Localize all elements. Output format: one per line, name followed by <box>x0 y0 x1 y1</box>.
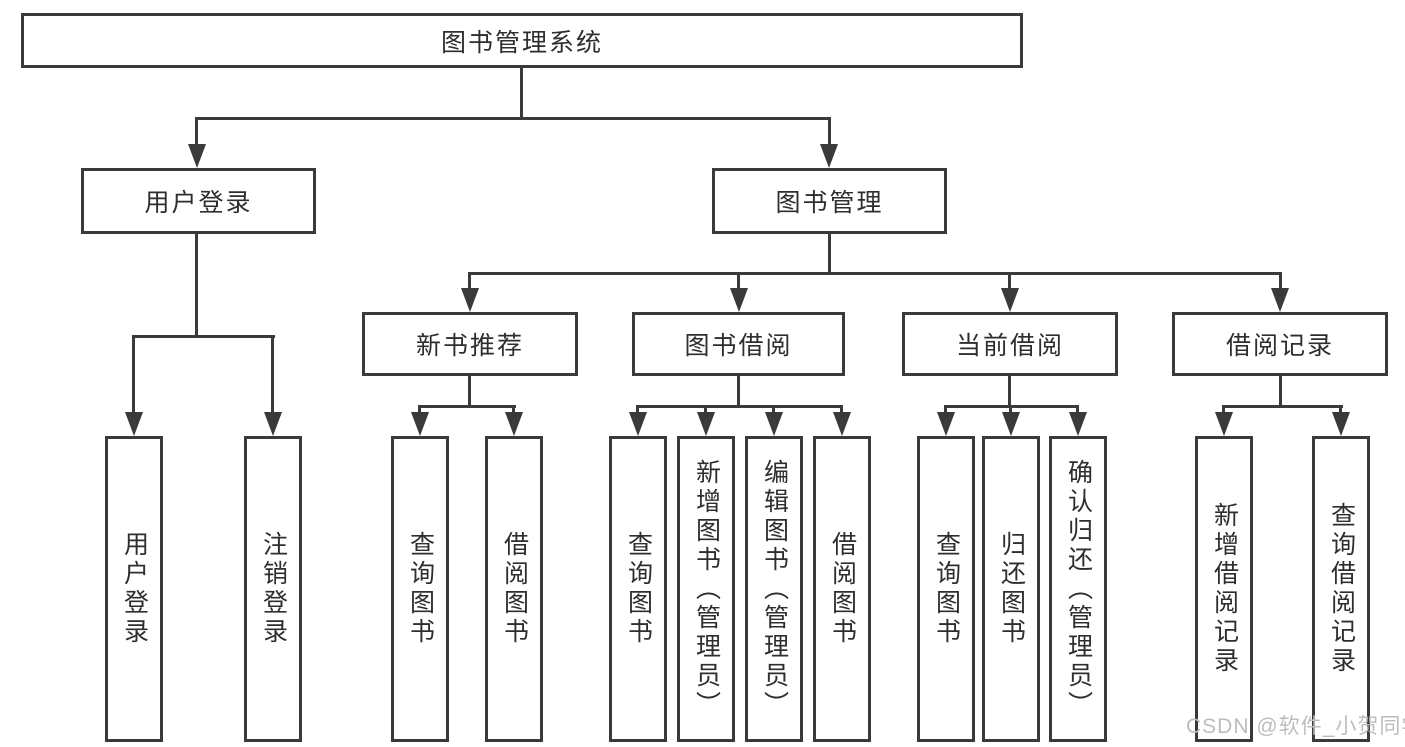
connector-line <box>737 376 740 408</box>
arrowhead-down-icon <box>1332 412 1350 436</box>
connector-line <box>637 405 843 408</box>
leaf-add-book-admin: 新增图书︵管理员︶ <box>677 436 735 742</box>
node-borrowing-records: 借阅记录 <box>1172 312 1388 376</box>
connector-line <box>944 405 947 418</box>
connector-line <box>133 335 275 338</box>
leaf-borrow-books-borrowing: 借阅图书 <box>813 436 871 742</box>
connector-line <box>840 405 843 418</box>
arrowhead-down-icon <box>264 412 282 436</box>
arrowhead-down-icon <box>697 412 715 436</box>
leaf-user-login: 用户登录 <box>105 436 163 742</box>
node-book-borrowing: 图书借阅 <box>632 312 845 376</box>
arrowhead-down-icon <box>833 412 851 436</box>
arrowhead-down-icon <box>461 288 479 312</box>
node-new-book-recommendation: 新书推荐 <box>362 312 578 376</box>
arrowhead-down-icon <box>1069 412 1087 436</box>
arrowhead-down-icon <box>1215 412 1233 436</box>
arrowhead-down-icon <box>629 412 647 436</box>
connector-line <box>469 272 1282 275</box>
arrowhead-down-icon <box>1271 288 1289 312</box>
connector-line <box>1008 376 1011 408</box>
arrowhead-down-icon <box>1001 288 1019 312</box>
leaf-edit-book-admin: 编辑图书︵管理员︶ <box>745 436 803 742</box>
arrowhead-down-icon <box>1002 412 1020 436</box>
arrowhead-down-icon <box>125 412 143 436</box>
connector-line <box>772 405 775 418</box>
node-current-borrowing: 当前借阅 <box>902 312 1118 376</box>
leaf-return-books: 归还图书 <box>982 436 1040 742</box>
connector-line <box>1076 405 1079 418</box>
connector-line <box>1223 405 1343 408</box>
node-user-login: 用户登录 <box>81 168 316 234</box>
connector-line <box>468 376 471 408</box>
arrowhead-down-icon <box>730 288 748 312</box>
connector-line <box>132 335 135 418</box>
connector-line <box>512 405 515 418</box>
connector-line <box>704 405 707 418</box>
leaf-query-books-borrowing: 查询图书 <box>609 436 667 742</box>
connector-line <box>1339 405 1342 418</box>
connector-line <box>520 68 523 120</box>
connector-line <box>1279 376 1282 408</box>
connector-line <box>1279 272 1282 292</box>
connector-line <box>1222 405 1225 418</box>
connector-line <box>419 405 516 408</box>
watermark: CSDN @软件_小贺同学 <box>1186 715 1405 738</box>
connector-line <box>945 405 1079 408</box>
arrowhead-down-icon <box>765 412 783 436</box>
leaf-query-books-recommend: 查询图书 <box>391 436 449 742</box>
connector-line <box>468 272 471 292</box>
connector-line <box>1009 405 1012 418</box>
connector-line <box>418 405 421 418</box>
connector-line <box>195 234 198 338</box>
leaf-logout-login: 注销登录 <box>244 436 302 742</box>
leaf-query-books-current: 查询图书 <box>917 436 975 742</box>
connector-line <box>271 335 274 418</box>
leaf-add-borrow-record: 新增借阅记录 <box>1195 436 1253 742</box>
leaf-confirm-return-admin: 确认归还︵管理员︶ <box>1049 436 1107 742</box>
connector-line <box>196 117 831 120</box>
connector-line <box>636 405 639 418</box>
arrowhead-down-icon <box>188 144 206 168</box>
connector-line <box>1008 272 1011 292</box>
node-root: 图书管理系统 <box>21 13 1023 68</box>
arrowhead-down-icon <box>820 144 838 168</box>
connector-line <box>737 272 740 292</box>
arrowhead-down-icon <box>411 412 429 436</box>
arrowhead-down-icon <box>505 412 523 436</box>
connector-line <box>195 117 198 150</box>
connector-line <box>828 234 831 275</box>
leaf-query-borrow-record: 查询借阅记录 <box>1312 436 1370 742</box>
leaf-borrow-books-recommend: 借阅图书 <box>485 436 543 742</box>
node-book-management: 图书管理 <box>712 168 947 234</box>
connector-line <box>828 117 831 150</box>
arrowhead-down-icon <box>937 412 955 436</box>
